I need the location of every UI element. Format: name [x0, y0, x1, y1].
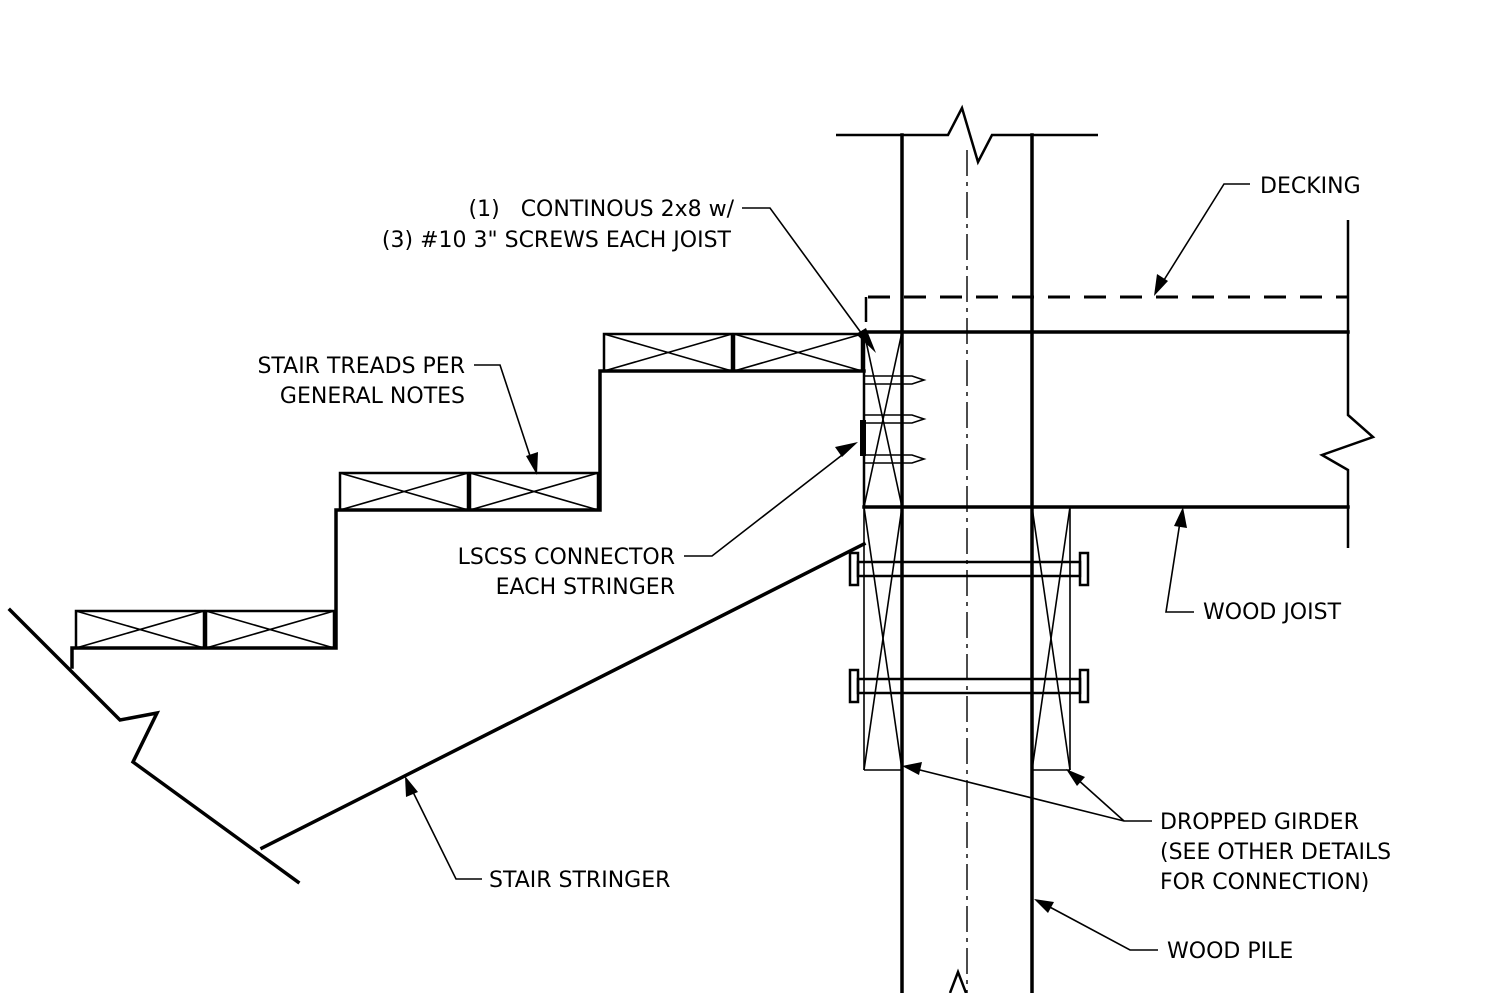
stair-stringer	[7, 369, 867, 885]
label-stair-stringer: STAIR STRINGER	[489, 868, 670, 893]
lscss-connector-plate	[860, 420, 866, 456]
through-bolts	[848, 551, 1090, 704]
pile-top-break-line	[836, 104, 1098, 166]
leader-wood-joist	[1165, 507, 1194, 613]
leader-decking	[1154, 183, 1250, 296]
wood-pile	[836, 104, 1098, 993]
label-wood-joist: WOOD JOIST	[1203, 600, 1342, 625]
label-lscss-line2: EACH STRINGER	[496, 575, 675, 600]
leader-wood-pile	[1034, 899, 1158, 951]
tread-lower	[74, 609, 336, 650]
leader-continuous-2x8	[742, 207, 876, 353]
dropped-girder	[863, 506, 1071, 771]
label-continuous-2x8-line1: (1) CONTINOUS 2x8 w/	[469, 197, 735, 222]
continuous-2x8-member	[862, 330, 904, 509]
label-stair-treads-line2: GENERAL NOTES	[280, 384, 465, 409]
pile-bottom-break	[948, 968, 968, 993]
stair-treads	[74, 332, 864, 650]
leader-dropped-girder	[902, 762, 1152, 822]
tread-upper	[602, 332, 864, 373]
label-decking: DECKING	[1260, 174, 1361, 199]
decking	[864, 295, 1348, 322]
label-continuous-2x8-line2: (3) #10 3" SCREWS EACH JOIST	[382, 228, 732, 253]
label-dropped-girder-line3: FOR CONNECTION)	[1160, 870, 1369, 895]
label-dropped-girder-line1: DROPPED GIRDER	[1160, 810, 1359, 835]
label-dropped-girder-line2: (SEE OTHER DETAILS	[1160, 840, 1391, 865]
wood-joist	[862, 220, 1376, 548]
tread-middle	[338, 471, 600, 512]
leader-stair-treads	[474, 364, 538, 475]
leader-stair-stringer	[405, 776, 482, 880]
joist-break-line	[1319, 220, 1376, 548]
label-stair-treads-line1: STAIR TREADS PER	[257, 354, 465, 379]
label-wood-pile: WOOD PILE	[1167, 939, 1293, 964]
stringer-break-line	[7, 607, 301, 885]
label-lscss-line1: LSCSS CONNECTOR	[458, 545, 675, 570]
leader-lscss	[684, 442, 858, 557]
screws	[864, 375, 927, 464]
